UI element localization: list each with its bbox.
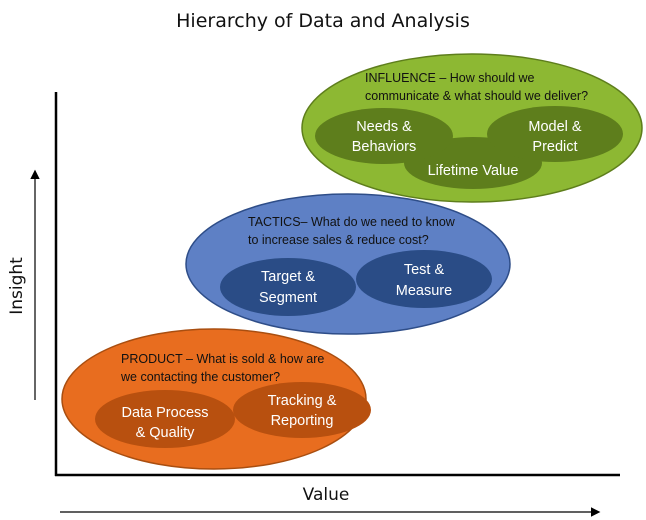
product-level: PRODUCT – What is sold & how are we cont… [61, 328, 371, 470]
influence-level: INFLUENCE – How should we communicate & … [301, 53, 643, 203]
tactics-item-label-line2: Segment [259, 290, 317, 306]
tactics-question-line2: to increase sales & reduce cost? [248, 233, 429, 247]
influence-item-label-line1: Model & [528, 119, 582, 135]
influence-question-line2: communicate & what should we deliver? [365, 89, 588, 103]
y-axis-label: Insight [7, 257, 27, 315]
influence-item-needs-behaviors: Needs & Behaviors [315, 108, 453, 164]
product-item-tracking: Tracking & Reporting [233, 382, 371, 438]
tactics-item-test-measure: Test & Measure [356, 250, 492, 308]
product-item-label-line2: & Quality [136, 425, 196, 441]
product-item-label-line2: Reporting [271, 413, 334, 429]
tactics-question-line1: TACTICS– What do we need to know [248, 215, 456, 229]
influence-item-label-line2: Behaviors [352, 139, 416, 155]
tactics-item-label-line2: Measure [396, 283, 452, 299]
product-item-data-process: Data Process & Quality [95, 390, 235, 448]
tactics-item-ellipse [356, 250, 492, 308]
x-axis-label: Value [303, 485, 350, 505]
influence-item-label-line2: Predict [532, 139, 577, 155]
product-question-line1: PRODUCT – What is sold & how are [121, 352, 324, 366]
tactics-item-label-line1: Target & [261, 269, 315, 285]
influence-item-label-line1: Needs & [356, 119, 412, 135]
tactics-level: TACTICS– What do we need to know to incr… [185, 193, 511, 335]
product-item-label-line1: Data Process [121, 405, 208, 421]
influence-question-line1: INFLUENCE – How should we [365, 71, 535, 85]
influence-ellipse [301, 53, 643, 203]
influence-item-ellipse [487, 106, 623, 162]
product-question-line2: we contacting the customer? [120, 370, 280, 384]
tactics-item-label-line1: Test & [404, 262, 445, 278]
tactics-item-ellipse [220, 258, 356, 316]
influence-item-ellipse [315, 108, 453, 164]
tactics-item-target-segment: Target & Segment [220, 258, 356, 316]
product-item-label-line1: Tracking & [268, 393, 337, 409]
influence-item-model-predict: Model & Predict [487, 106, 623, 162]
influence-item-label-line1: Lifetime Value [428, 163, 519, 179]
product-item-ellipse [95, 390, 235, 448]
page-title: Hierarchy of Data and Analysis [176, 10, 470, 32]
product-item-ellipse [233, 382, 371, 438]
